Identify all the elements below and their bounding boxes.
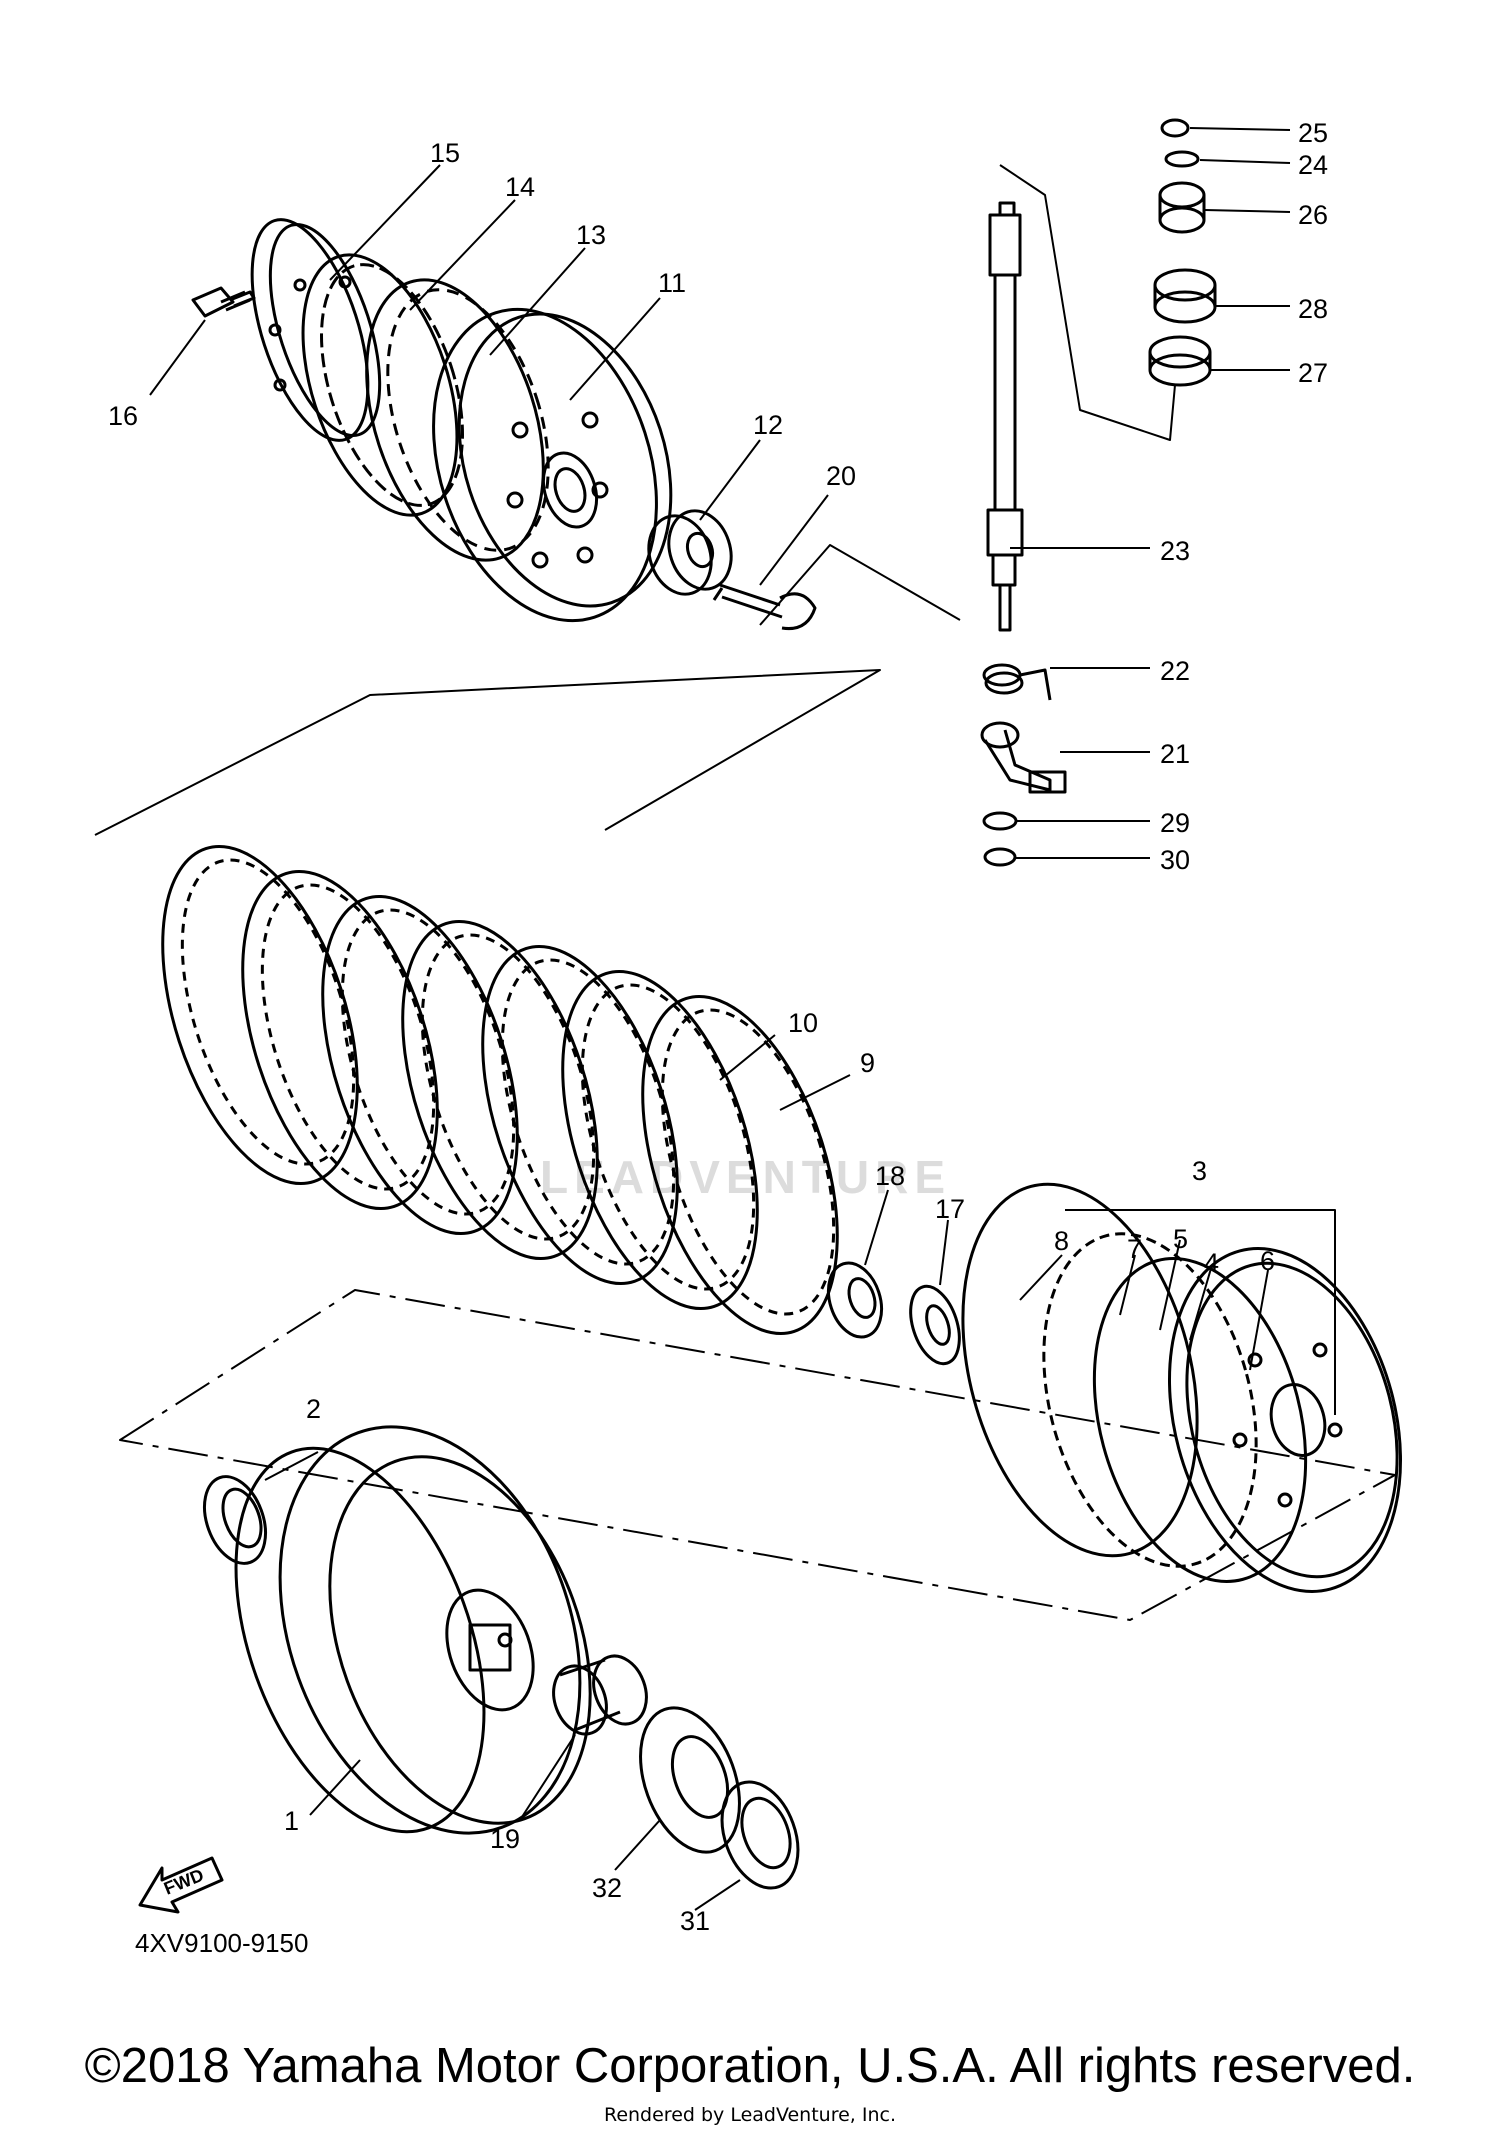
callout-32: 32 (592, 1873, 622, 1903)
callout-6: 6 (1260, 1246, 1275, 1276)
callout-13: 13 (576, 220, 606, 250)
callout-28: 28 (1298, 294, 1328, 324)
fwd-arrow-icon (138, 1856, 224, 1914)
callout-10: 10 (788, 1008, 818, 1038)
callout-23: 23 (1160, 536, 1190, 566)
push-rod-20 (712, 583, 817, 631)
callout-18: 18 (875, 1161, 905, 1191)
seal-27 (1148, 335, 1212, 387)
callout-4: 4 (1204, 1248, 1219, 1278)
callout-19: 19 (490, 1824, 520, 1854)
callout-17: 17 (935, 1194, 965, 1224)
callout-16: 16 (108, 401, 138, 431)
callout-31: 31 (680, 1906, 710, 1936)
washer-24 (1164, 150, 1200, 168)
push-lever-shaft-23 (986, 201, 1024, 632)
lock-washer-17 (909, 1284, 961, 1366)
callout-5: 5 (1173, 1224, 1188, 1254)
callout-26: 26 (1298, 200, 1328, 230)
callout-12: 12 (753, 410, 783, 440)
bearing-26 (1158, 181, 1206, 234)
watermark: LEADVENTURE (540, 1151, 952, 1203)
bearing-12 (647, 509, 733, 596)
callout-24: 24 (1298, 150, 1328, 180)
assembly-lines (94, 164, 1396, 1621)
washer-29 (982, 811, 1018, 831)
copyright-notice: ©2018 Yamaha Motor Corporation, U.S.A. A… (84, 2039, 1416, 2093)
callout-21: 21 (1160, 739, 1190, 769)
nut-18 (826, 1261, 884, 1339)
washer-31 (720, 1780, 800, 1890)
callout-29: 29 (1160, 808, 1190, 838)
callout-9: 9 (860, 1048, 875, 1078)
callout-15: 15 (430, 138, 460, 168)
callout-1: 1 (284, 1806, 299, 1836)
leader-lines (149, 127, 1291, 1911)
plate-15 (250, 218, 382, 442)
plate-13 (365, 278, 550, 562)
callout-25: 25 (1298, 118, 1328, 148)
circlip-25 (1160, 118, 1190, 138)
callout-11: 11 (658, 268, 686, 298)
circlip-30 (983, 847, 1017, 867)
callout-7: 7 (1127, 1234, 1142, 1264)
spring-22 (982, 663, 1052, 701)
pressure-plate-11 (432, 307, 673, 623)
gear-plate-32 (639, 1706, 741, 1854)
callout-27: 27 (1298, 358, 1328, 388)
plate-14 (301, 253, 464, 517)
oil-seal-2 (203, 1475, 267, 1565)
model-code: 4XV9100-9150 (135, 1928, 308, 1958)
callout-30: 30 (1160, 845, 1190, 875)
needle-bearing-19 (552, 1654, 648, 1736)
clutch-housing-1 (234, 1425, 592, 1835)
callout-14: 14 (505, 172, 535, 202)
callout-8: 8 (1054, 1226, 1069, 1256)
lever-21 (980, 721, 1067, 794)
callout-20: 20 (826, 461, 856, 491)
rendered-by-notice: Rendered by LeadVenture, Inc. (603, 2104, 897, 2126)
bolt-16 (191, 286, 256, 318)
callout-22: 22 (1160, 656, 1190, 686)
callouts: 1 2 3 4 5 6 7 8 9 10 11 12 13 14 15 16 1… (108, 118, 1328, 1936)
callout-2: 2 (306, 1394, 321, 1424)
friction-plate-stack (161, 845, 839, 1335)
bearing-28 (1153, 268, 1217, 324)
callout-3: 3 (1192, 1156, 1207, 1186)
